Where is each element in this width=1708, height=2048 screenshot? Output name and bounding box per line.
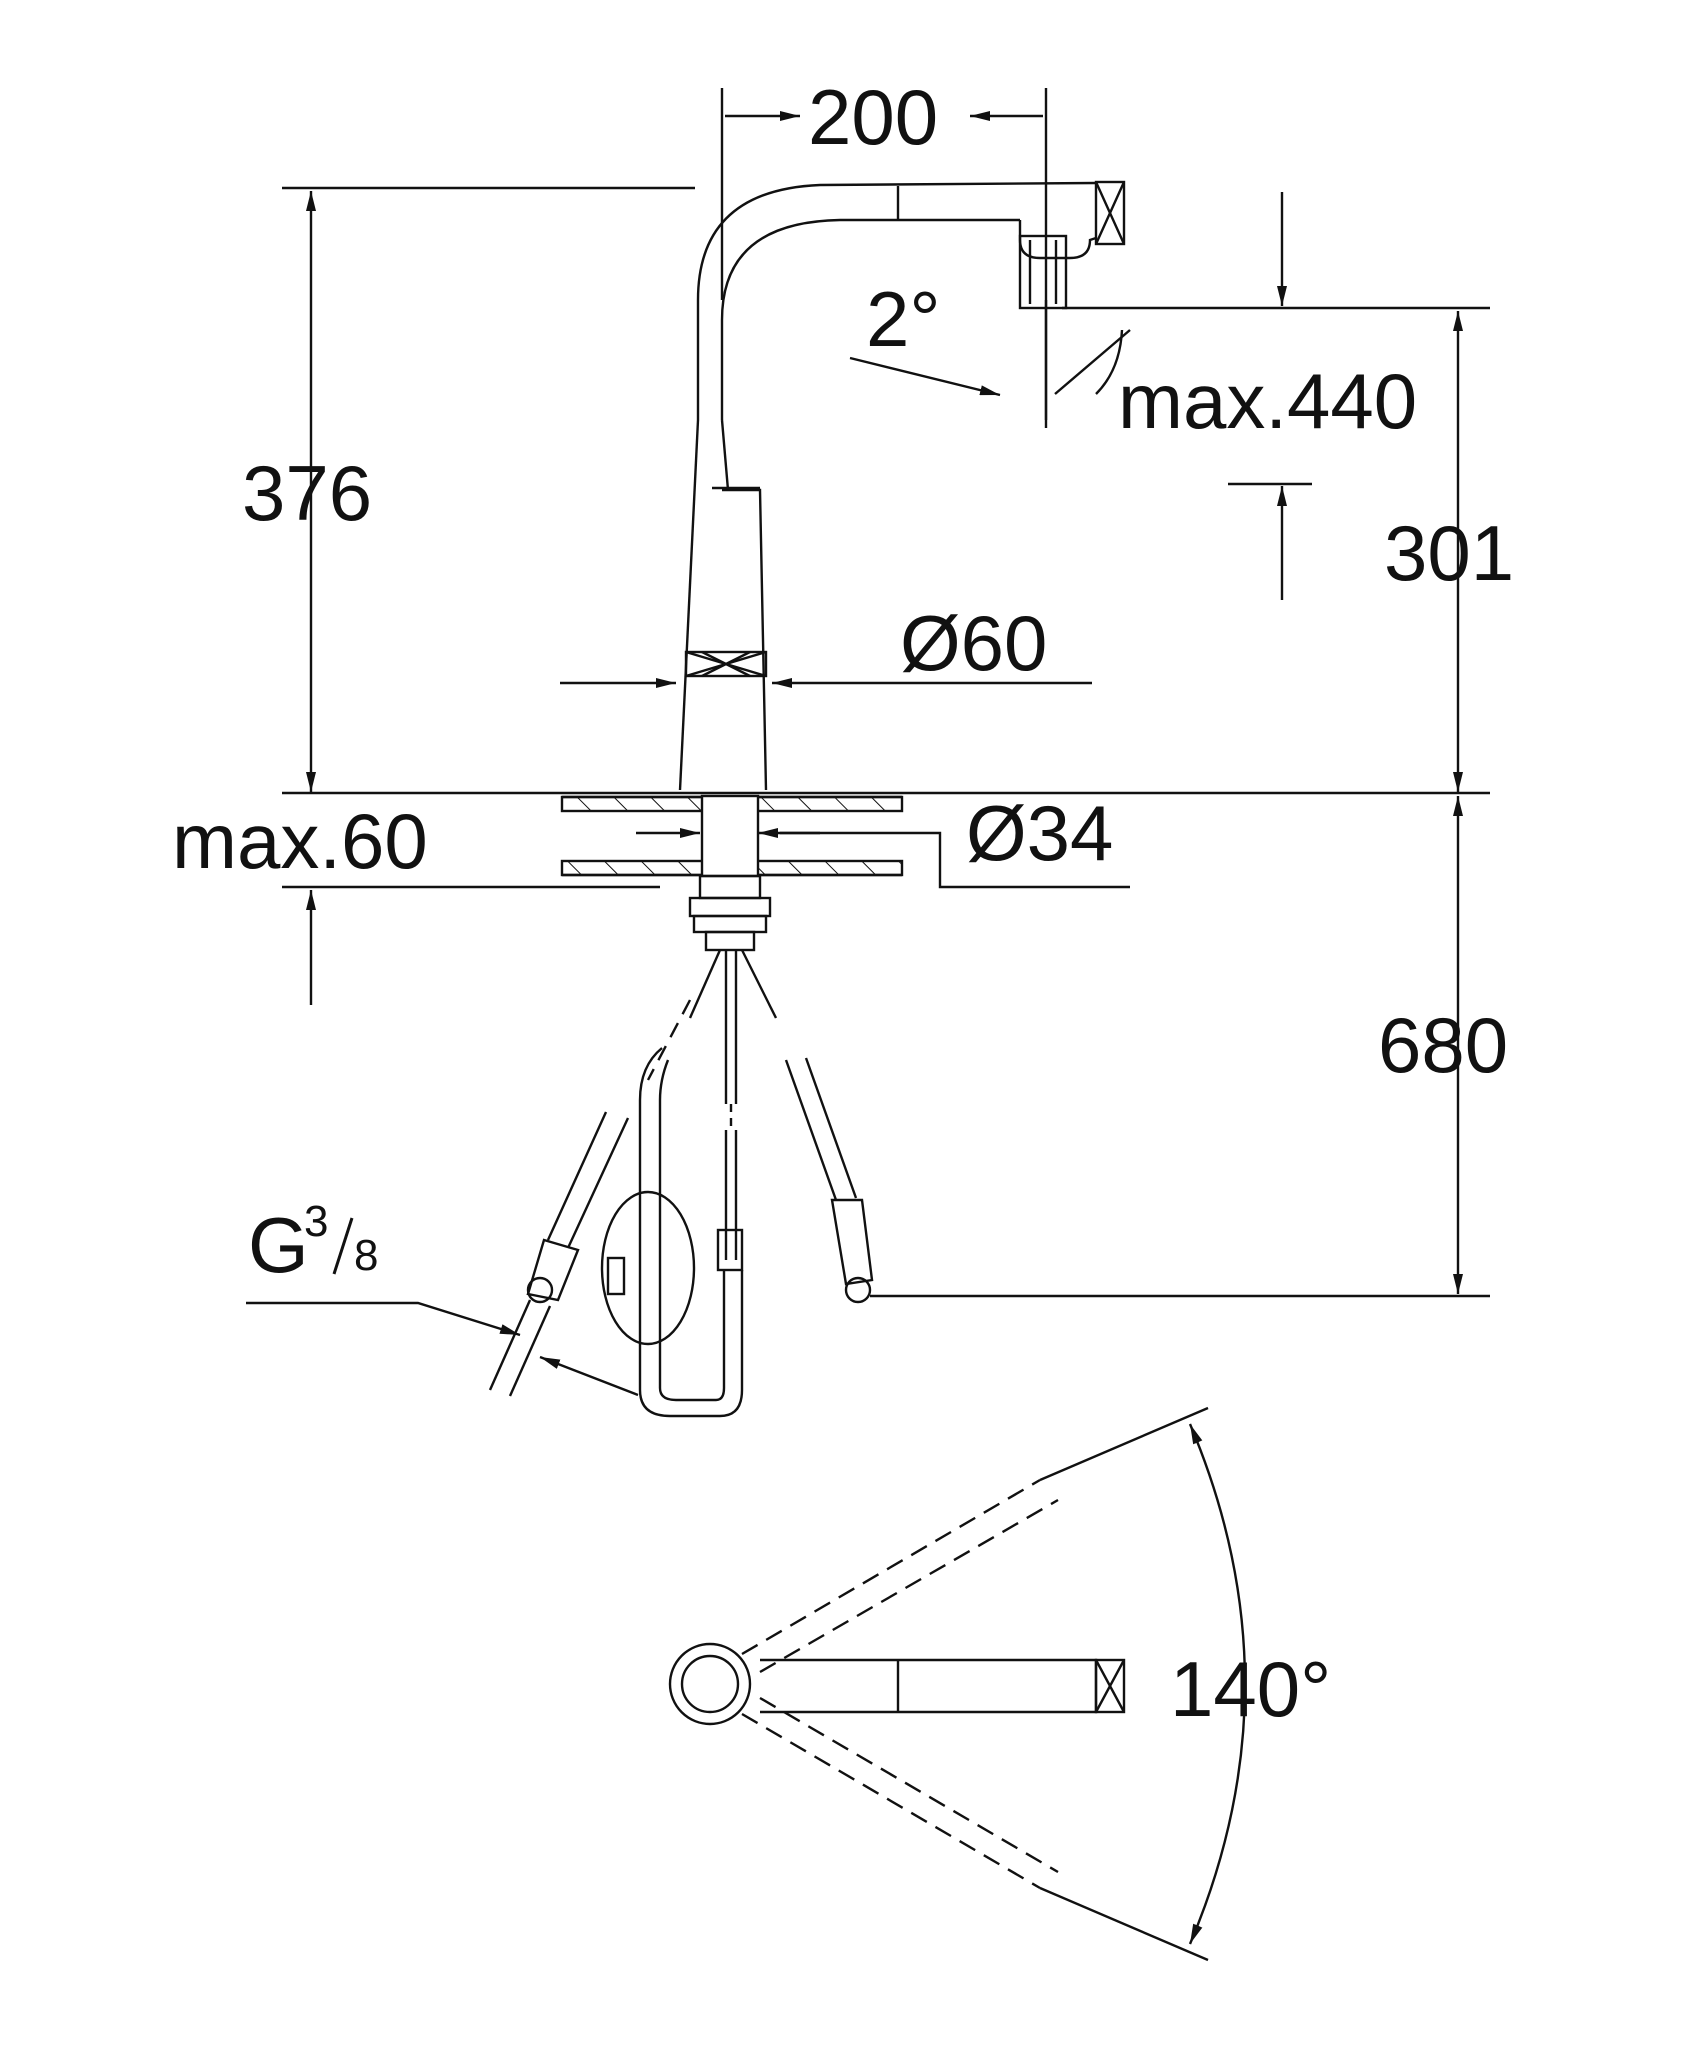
spray-head-control <box>1094 180 1126 246</box>
dim-max-440: max.440 <box>1118 357 1417 445</box>
dim-diameter-34: Ø34 <box>966 789 1113 877</box>
dimension-lines <box>246 88 1490 1397</box>
dim-swivel-140: 140° <box>1170 1645 1331 1733</box>
dim-thread-g38: G 3 8 <box>248 1197 378 1289</box>
faucet-side-view <box>678 180 1126 791</box>
faucet-top-view <box>668 1406 1247 1962</box>
dim-width-200: 200 <box>808 73 938 161</box>
thread-denominator: 8 <box>354 1231 378 1280</box>
thread-numerator: 3 <box>304 1197 328 1246</box>
dim-max-60: max.60 <box>172 797 428 885</box>
thread-g: G <box>248 1201 309 1289</box>
dim-height-680: 680 <box>1378 1001 1508 1089</box>
dim-angle-2: 2° <box>866 275 941 363</box>
dim-diameter-60: Ø60 <box>900 599 1047 687</box>
dim-height-376: 376 <box>242 449 372 537</box>
under-counter-assembly <box>488 874 874 1418</box>
dim-height-301: 301 <box>1384 509 1514 597</box>
countertop <box>560 794 904 878</box>
